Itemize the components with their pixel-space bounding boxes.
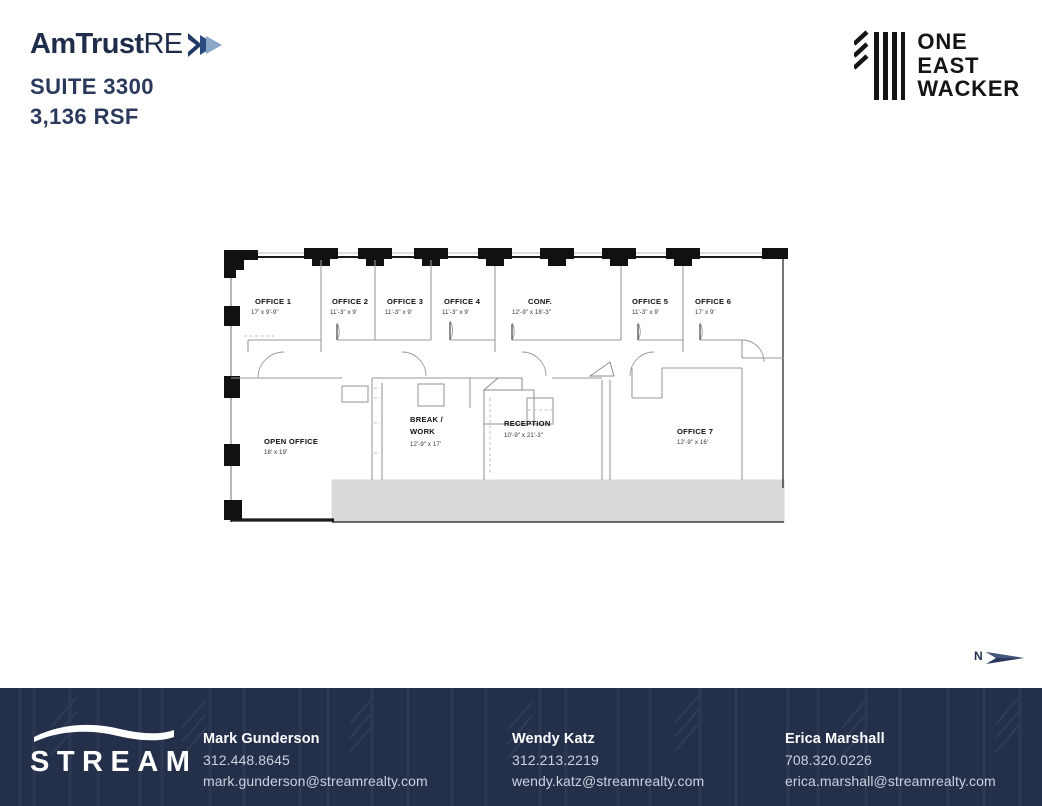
room-dim-office-6: 17' x 9' (695, 309, 715, 316)
room-dim-open-office: 18' x 19' (264, 449, 287, 456)
contact-phone-3[interactable]: 708.320.0226 (785, 752, 872, 768)
room-dim-break-work: 12'-9" x 17' (410, 441, 441, 448)
vertical-bars-logo-icon (852, 30, 906, 102)
suite-title: SUITE 3300 (30, 74, 154, 99)
amtrust-re-logo: AmTrustRE (30, 28, 226, 62)
contact-email-3[interactable]: erica.marshall@streamrealty.com (785, 773, 996, 789)
room-dim-office-7: 12'-9" x 16' (677, 439, 708, 446)
building-name-line-2: EAST (917, 52, 980, 78)
room-label-office-6: OFFICE 6 (695, 297, 731, 306)
room-label-office-3: OFFICE 3 (387, 297, 423, 306)
room-label-conf: CONF. (528, 297, 552, 306)
stream-logo: STREAM (30, 724, 198, 778)
room-label-office-5: OFFICE 5 (632, 297, 669, 306)
contact-email-2[interactable]: wendy.katz@streamrealty.com (512, 773, 705, 789)
contact-phone-1[interactable]: 312.448.8645 (203, 752, 290, 768)
one-east-wacker-logo: ONE EAST WACKER (852, 30, 1020, 102)
north-arrow-label: N (974, 649, 983, 663)
stream-wordmark: STREAM (30, 746, 198, 778)
room-dim-conf: 12'-9" x 18'-3" (512, 309, 551, 316)
footer-bar: STREAM Mark Gunderson 312.448.8645 mark.… (0, 688, 1042, 806)
amtrust-brand-primary: AmTrust (30, 28, 144, 60)
room-dim-office-1: 17' x 9'-9" (251, 309, 279, 316)
rsf-title: 3,136 RSF (30, 104, 139, 129)
contact-name-1: Mark Gunderson (203, 731, 320, 747)
room-dim-office-2: 11'-3" x 9' (330, 309, 357, 316)
room-label-reception: RECEPTION (504, 419, 551, 428)
contact-phone-2[interactable]: 312.213.2219 (512, 752, 599, 768)
contact-name-3: Erica Marshall (785, 731, 885, 747)
room-label-open-office: OPEN OFFICE (264, 437, 318, 446)
room-label-office-2: OFFICE 2 (332, 297, 368, 306)
stream-wave-icon (34, 724, 174, 742)
room-dim-office-4: 11'-3" x 9' (442, 309, 469, 316)
double-chevron-arrow-icon (186, 29, 226, 61)
room-label-break-work-line1: BREAK / (410, 415, 444, 424)
amtrust-wordmark: AmTrustRE (30, 28, 183, 60)
room-dim-office-5: 11'-3" x 9' (632, 309, 659, 316)
building-name-line-1: ONE (917, 29, 968, 54)
north-arrow-icon: N (972, 640, 1028, 674)
room-dim-reception: 10'-9" x 21'-3" (504, 432, 543, 439)
contact-name-2: Wendy Katz (512, 731, 595, 747)
building-name-line-3: WACKER (917, 76, 1020, 101)
room-label-office-4: OFFICE 4 (444, 297, 481, 306)
contact-block-1: Mark Gunderson 312.448.8645 mark.gunders… (203, 729, 428, 792)
contact-block-3: Erica Marshall 708.320.0226 erica.marsha… (785, 729, 996, 792)
amtrust-brand-secondary: RE (143, 28, 183, 60)
contact-block-2: Wendy Katz 312.213.2219 wendy.katz@strea… (512, 729, 704, 792)
room-label-office-7: OFFICE 7 (677, 427, 713, 436)
footer-texture (0, 688, 1042, 806)
room-label-office-1: OFFICE 1 (255, 297, 292, 306)
floor-plan-drawing: OFFICE 1 17' x 9'-9" OFFICE 2 11'-3" x 9… (222, 248, 792, 538)
room-label-break-work-line2: WORK (410, 427, 435, 436)
room-dim-office-3: 11'-3" x 9' (385, 309, 412, 316)
header-left-block: AmTrustRE SUITE 3300 3,136 RSF (30, 28, 226, 131)
building-name-text: ONE EAST WACKER (917, 30, 1020, 101)
contact-email-1[interactable]: mark.gunderson@streamrealty.com (203, 773, 428, 789)
